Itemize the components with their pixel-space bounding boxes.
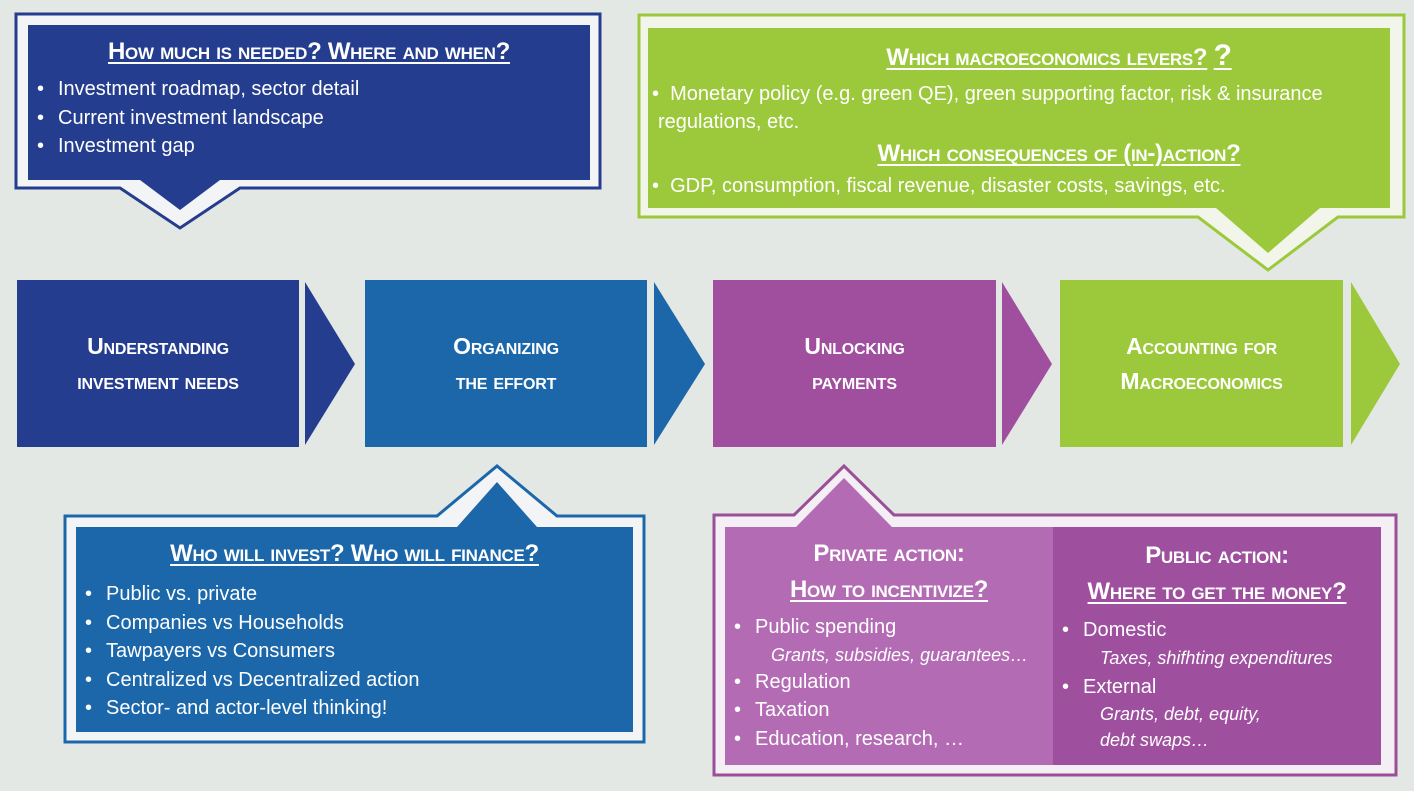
step-1-line1: Understanding (87, 332, 229, 359)
list-item: Taxation (725, 696, 1053, 725)
bullet-icon: • (652, 83, 671, 105)
private-action-title: Private action: (813, 540, 965, 567)
list-item-label: External (1083, 675, 1157, 698)
macro-levers-title-text: Which macroeconomics levers? (886, 44, 1208, 71)
organize-callout-title: Who will invest? Who will finance? (170, 540, 539, 567)
list-item: Centralized vs Decentralized action (76, 666, 633, 695)
list-item-detail: debt swaps… (1100, 730, 1210, 750)
list-item: Education, research, … (725, 725, 1053, 754)
step-unlocking: Unlocking payments (713, 280, 996, 447)
list-item-detail: Grants, debt, equity, (1100, 704, 1261, 724)
step-organizing: Organizing the effort (365, 280, 647, 447)
private-action-panel: Private action: How to incentivize? Publ… (725, 540, 1053, 753)
macro-levers-title: Which macroeconomics levers? ? (648, 39, 1390, 72)
macro-levers-item-line2: regulations, etc. (658, 111, 800, 133)
list-item: Public vs. private (76, 580, 633, 609)
public-action-panel: Public action: Where to get the money? D… (1053, 542, 1381, 753)
list-item: Companies vs Households (76, 609, 633, 638)
list-item: Regulation (725, 668, 1053, 697)
step-2-line1: Organizing (453, 332, 559, 359)
list-item: Tawpayers vs Consumers (76, 637, 633, 666)
private-action-subtitle: How to incentivize? (790, 576, 988, 603)
list-item: Sector- and actor-level thinking! (76, 694, 633, 723)
organize-callout: Who will invest? Who will finance? Publi… (76, 540, 633, 723)
macro-callout: Which macroeconomics levers? ? • Monetar… (648, 39, 1390, 200)
list-item: Investment roadmap, sector detail (28, 75, 590, 104)
bullet-icon: • (652, 175, 671, 197)
macro-levers-title-mark: ? (1213, 39, 1232, 72)
step-3-line1: Unlocking (804, 332, 905, 359)
public-action-subtitle: Where to get the money? (1087, 578, 1347, 605)
organize-list: Public vs. private Companies vs Househol… (76, 580, 633, 723)
list-item: Investment gap (28, 132, 590, 161)
needs-callout: How much is needed? Where and when? Inve… (28, 38, 590, 161)
macro-consequences-item: • GDP, consumption, fiscal revenue, disa… (648, 172, 1390, 200)
macro-levers-item-line1: Monetary policy (e.g. green QE), green s… (670, 83, 1323, 105)
macro-consequences-title: Which consequences of (in-)action? (877, 140, 1241, 167)
public-action-list: Domestic Taxes, shifhting expenditures E… (1053, 616, 1381, 753)
list-item-detail: Taxes, shifhting expenditures (1100, 647, 1333, 668)
public-action-title: Public action: (1145, 542, 1289, 569)
list-item-label: Domestic (1083, 619, 1167, 641)
private-action-list: Public spending Grants, subsidies, guara… (725, 613, 1053, 753)
list-item: External Grants, debt, equity, debt swap… (1053, 673, 1381, 754)
list-item-detail: Grants, subsidies, guarantees… (771, 644, 1029, 665)
list-item: Current investment landscape (28, 104, 590, 133)
step-4-line2: Macroeconomics (1120, 367, 1283, 394)
step-3-line2: payments (812, 367, 897, 394)
list-item: Public spending Grants, subsidies, guara… (725, 613, 1053, 668)
step-4-line1: Accounting for (1126, 332, 1277, 359)
needs-list: Investment roadmap, sector detail Curren… (28, 75, 590, 161)
step-2-line2: the effort (455, 367, 557, 394)
step-accounting: Accounting for Macroeconomics (1060, 280, 1343, 447)
step-understanding: Understanding investment needs (17, 280, 299, 447)
list-item-label: Public spending (755, 616, 897, 638)
macro-levers-item: • Monetary policy (e.g. green QE), green… (648, 80, 1390, 136)
step-1-line2: investment needs (77, 367, 239, 394)
needs-callout-title: How much is needed? Where and when? (108, 38, 510, 65)
macro-consequences-item-text: GDP, consumption, fiscal revenue, disast… (670, 175, 1226, 197)
list-item: Domestic Taxes, shifhting expenditures (1053, 616, 1381, 671)
